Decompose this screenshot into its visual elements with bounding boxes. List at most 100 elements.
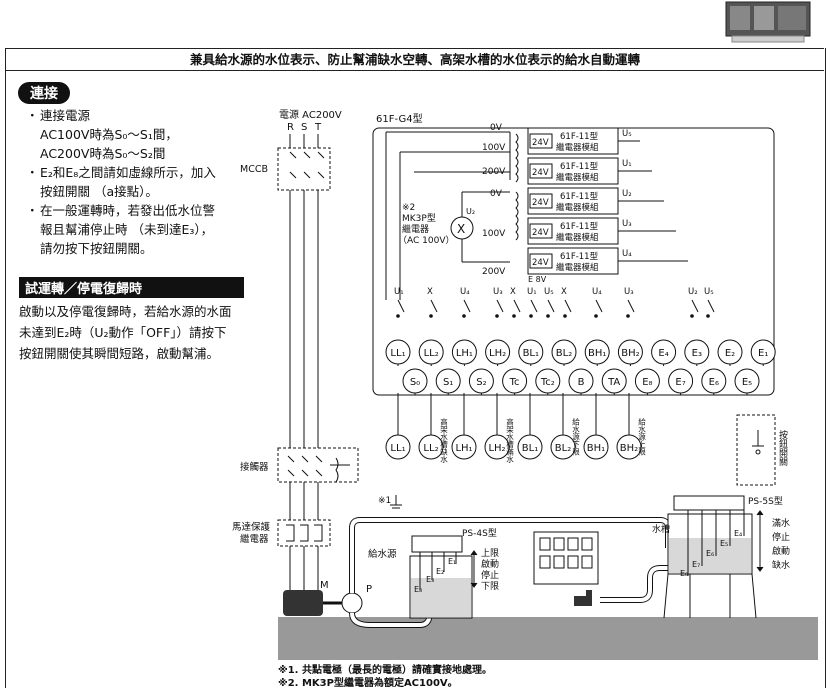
contact-node	[512, 314, 516, 318]
lamp-label: BL₁	[522, 443, 538, 454]
contactor-label: 接觸器	[240, 461, 269, 473]
svg-text:啟動: 啟動	[772, 545, 790, 557]
contact-label: X	[561, 287, 567, 297]
page-title: 兼具給水源的水位表示、防止幫浦缺水空轉、高架水槽的水位表示的給水自動運轉	[6, 48, 824, 71]
contact-switch	[496, 299, 504, 313]
lamp-label: LH₂	[488, 443, 505, 454]
lamp-caption: 高架水槽滿水	[505, 417, 514, 464]
module-name: 繼電器模組	[556, 202, 599, 213]
note-item: 連接電源 AC100V時為S₀～S₁間， AC200V時為S₀～S₂間	[26, 106, 246, 163]
motor-relay-label-1: 馬達保護	[232, 521, 271, 533]
contact-label: U₅	[544, 287, 554, 297]
module-model: 61F-11型	[560, 162, 599, 172]
content-frame	[5, 48, 826, 688]
terminal-label: E₄	[658, 348, 668, 359]
note-item: E₂和E₈之間請如虛線所示，加入 按鈕開關 （a接點）。	[26, 163, 246, 201]
svg-text:E₇: E₇	[692, 560, 700, 569]
contact-label: U₄	[460, 287, 470, 297]
trial-run-heading: 試運轉／停電復歸時	[19, 277, 244, 298]
contact-switch	[530, 299, 538, 313]
contact-node	[546, 314, 550, 318]
terminal-label: BL₁	[523, 348, 539, 359]
push-button-box	[736, 414, 776, 486]
connection-notes: 連接電源 AC100V時為S₀～S₁間， AC200V時為S₀～S₂間 E₂和E…	[26, 106, 246, 258]
contact-node	[563, 314, 567, 318]
contact-label: U₅	[704, 287, 714, 297]
phase-s: S	[301, 122, 307, 133]
module-model: 61F-11型	[560, 222, 599, 232]
source-label: 給水源	[368, 548, 397, 560]
module-output: U₁	[622, 159, 632, 169]
contact-label: U₁	[527, 287, 537, 297]
dc24-label: 24V	[532, 228, 549, 238]
svg-text:缺水: 缺水	[772, 559, 790, 571]
module-output: U₅	[622, 129, 632, 139]
contact-node	[626, 314, 630, 318]
terminal-label: BL₂	[556, 348, 572, 359]
terminal-label: B	[578, 377, 585, 388]
contact-label: U₃	[624, 287, 634, 297]
footnote-1: ※1. 共點電極（最長的電極）請確實接地處理。	[278, 663, 492, 676]
dc24-label: 24V	[532, 198, 549, 208]
lamp-label: BH₁	[587, 443, 605, 454]
terminal-label: BH₂	[621, 348, 639, 359]
contact-label: X	[510, 287, 516, 297]
footnote-2: ※2. MK3P型繼電器為額定AC100V。	[278, 676, 458, 687]
ps4s-label: PS-4S型	[462, 528, 497, 539]
contact-switch	[463, 299, 471, 313]
module-output: U₂	[622, 189, 632, 199]
power-lines	[289, 134, 319, 590]
module-output: U₃	[622, 219, 632, 229]
terminal-label: S₁	[443, 377, 453, 388]
contact-switch	[513, 299, 521, 313]
svg-text:※2: ※2	[402, 203, 415, 213]
lamp-label: BH₂	[620, 443, 638, 454]
svg-text:200V: 200V	[482, 267, 506, 277]
lamp-label: LL₂	[423, 443, 438, 454]
contact-node	[429, 314, 433, 318]
power-label: 電源 AC200V	[279, 108, 342, 121]
contact-label: U₃	[493, 287, 503, 297]
dc24-box	[529, 193, 553, 209]
svg-text:100V: 100V	[482, 143, 506, 153]
module-name: 繼電器模組	[556, 262, 599, 273]
contact-switch	[595, 299, 603, 313]
module-output: U₄	[622, 249, 632, 259]
motor	[283, 590, 323, 616]
module-model: 61F-11型	[560, 252, 599, 262]
terminal-label: LL₂	[424, 348, 439, 359]
svg-text:停止: 停止	[481, 569, 499, 581]
lamp-caption: 給水源下限	[571, 417, 580, 457]
svg-text:0V: 0V	[490, 189, 503, 199]
dc24-box	[529, 253, 553, 269]
module-model: 61F-11型	[560, 132, 599, 142]
dc24-label: 24V	[532, 168, 549, 178]
terminal-label: LL₁	[390, 348, 405, 359]
svg-text:X: X	[457, 222, 465, 236]
pump	[341, 592, 363, 614]
svg-text:下限: 下限	[481, 581, 499, 592]
phase-t: T	[314, 122, 322, 133]
svg-text:E₆: E₆	[706, 549, 714, 558]
pump-label: P	[366, 584, 372, 595]
tank-label: 水槽	[652, 523, 670, 535]
faucet-icon	[574, 590, 592, 606]
lamp-label: LH₁	[455, 443, 472, 454]
contact-switch	[430, 299, 438, 313]
dc24-box	[529, 133, 553, 149]
terminal-label: E₇	[675, 377, 685, 388]
contact-node	[462, 314, 466, 318]
svg-text:停止: 停止	[772, 531, 790, 543]
motor-relay-label-2: 繼電器	[240, 533, 269, 545]
relay-module	[527, 187, 619, 215]
contact-switch	[564, 299, 572, 313]
dc24-label: 24V	[532, 258, 549, 268]
svg-text:100V: 100V	[482, 229, 506, 239]
contact-node	[594, 314, 598, 318]
svg-text:E₈: E₈	[680, 569, 688, 578]
terminal-label: TA	[607, 377, 620, 388]
